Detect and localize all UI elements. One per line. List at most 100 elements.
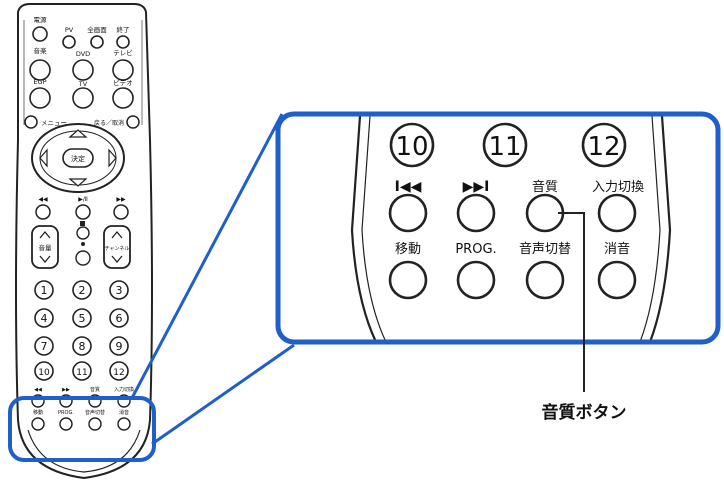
number-button[interactable]: 11 [72,361,92,381]
callout-label: 音質ボタン [542,402,627,423]
number-label: 11 [76,368,87,378]
zoom-label-audio-switch: 音声切替 [519,241,571,257]
label-fastforward: ▶▶ [116,196,126,203]
number-button[interactable]: 6 [109,308,129,328]
label-volume: 音量 [39,243,53,252]
connector-line-bottom [151,343,295,446]
zoom-number-button[interactable]: 11 [482,122,528,168]
tv-app-button[interactable] [112,59,134,81]
remote-transport-row: ◀◀ ▶/Ⅱ ▶▶ [35,196,129,266]
remote-bottom-labels: 移動 PROG. 音声切替 消音 [33,409,129,416]
channel-rocker[interactable] [103,225,131,269]
zoom-label-prev: I◀◀ [395,179,422,195]
remote-top-labels: 電源 PV 全画面 終了 音楽 DVD テレビ EGP TV ビデオ [33,15,132,88]
rewind-button[interactable] [35,204,51,220]
sound-quality-button[interactable] [525,193,565,233]
zoom-number-button[interactable]: 12 [581,122,627,168]
label-dvd: DVD [76,50,90,58]
dpad-left-button[interactable] [39,148,48,168]
number-label: 1 [41,284,48,297]
number-label: 12 [113,368,124,378]
number-button[interactable]: 10 [34,361,54,381]
label-sound-quality: 音質 [90,386,100,393]
number-button[interactable]: 4 [34,308,54,328]
label-audio-switch: 音声切替 [85,409,105,416]
number-button[interactable]: 8 [72,336,92,356]
zoom-label-input: 入力切換 [592,180,644,195]
zoom-prog-button[interactable] [456,260,496,300]
remote-row2-buttons [31,417,131,431]
number-label: 2 [79,284,86,297]
dpad-up-button[interactable] [68,129,88,138]
channel-down-icon [111,255,123,264]
music-button[interactable] [29,59,51,81]
menu-button[interactable] [24,115,38,129]
return-button[interactable] [126,115,140,129]
audio-switch-button-small[interactable] [88,417,102,431]
prog-button-small[interactable] [59,417,73,431]
zoom-number-label: 12 [587,132,620,162]
label-next: ▶▶ [62,387,70,393]
label-channel: チャンネル [105,246,130,252]
mute-button-small[interactable] [117,417,131,431]
zoom-move-button[interactable] [388,260,428,300]
number-label: 6 [116,312,123,325]
zoom-audio-switch-button[interactable] [525,260,565,300]
number-label: 9 [116,340,123,353]
zoom-next-button[interactable] [456,193,496,233]
video-button[interactable] [112,87,134,109]
remote-rockers: 音量 チャンネル [31,225,131,269]
zoom-label-move: 移動 [395,242,421,257]
zoom-prev-button[interactable] [388,193,428,233]
remote-dpad: 決定 [31,123,125,193]
number-label: 7 [41,340,48,353]
egp-button[interactable] [29,87,51,109]
label-prog: PROG. [58,410,74,416]
number-label: 10 [38,368,50,378]
number-button[interactable]: 1 [34,280,54,300]
connector-line-top [130,113,284,399]
zoom-label-prog: PROG. [455,242,496,257]
label-input: 入力切換 [114,386,134,393]
label-fullscreen: 全画面 [87,25,107,34]
zoom-mute-button[interactable] [597,260,637,300]
number-button[interactable]: 9 [109,336,129,356]
volume-rocker[interactable] [31,225,59,269]
number-label: 3 [116,284,123,297]
number-label: 4 [41,312,48,325]
exit-button[interactable] [116,35,130,49]
fastforward-button[interactable] [113,204,129,220]
label-mute: 消音 [119,409,129,416]
number-button[interactable]: 5 [72,308,92,328]
number-button[interactable]: 7 [34,336,54,356]
ok-button[interactable] [62,148,94,168]
label-tv: TV [78,80,88,88]
zoom-number-button[interactable]: 10 [389,122,435,168]
dvd-button[interactable] [72,59,94,81]
zoom-input-button[interactable] [597,193,637,233]
zoom-label-mute: 消音 [604,241,630,257]
label-prev: ◀◀ [34,387,42,393]
dpad-right-button[interactable] [108,148,117,168]
number-button[interactable]: 12 [109,361,129,381]
zoom-number-label: 10 [395,132,428,162]
record-icon [81,242,85,246]
play-pause-button[interactable] [75,204,91,220]
pv-button[interactable] [62,35,76,49]
label-pv: PV [65,26,74,34]
dpad-down-button[interactable] [68,178,88,187]
move-button-small[interactable] [31,417,45,431]
fullscreen-button[interactable] [90,35,104,49]
stop-button[interactable] [76,226,90,240]
label-egp: EGP [33,78,46,86]
number-label: 8 [79,340,86,353]
tv-button[interactable] [72,87,94,109]
record-button[interactable] [75,250,91,266]
remote-menu-row: メニュー 戻る／取消 [24,115,140,129]
callout-leader-line [558,212,585,392]
number-button[interactable]: 2 [72,280,92,300]
number-button[interactable]: 3 [109,280,129,300]
remote-row-labels: ◀◀ ▶▶ 音質 入力切換 [34,386,134,393]
power-button[interactable] [32,26,48,42]
